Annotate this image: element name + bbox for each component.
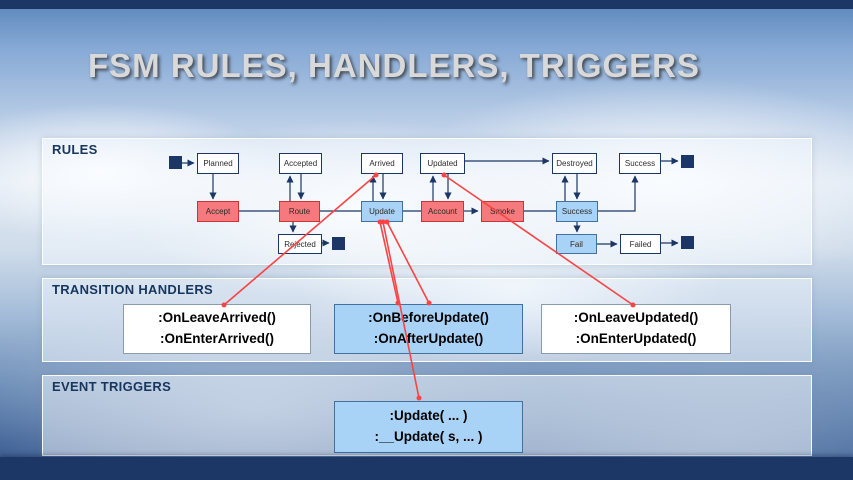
fsm-node-destroyed: Destroyed: [552, 153, 597, 174]
fsm-node-smoke: Smoke: [481, 201, 524, 222]
fsm-node-updated: Updated: [420, 153, 465, 174]
transition-handler-box-1: :OnLeaveArrived() :OnEnterArrived(): [123, 304, 311, 354]
code-line: :OnAfterUpdate(): [373, 331, 484, 346]
fsm-terminal-end-failed: [681, 236, 694, 249]
code-line: :OnEnterUpdated(): [575, 331, 697, 346]
fsm-node-arrived: Arrived: [361, 153, 403, 174]
fsm-terminal-start: [169, 156, 182, 169]
code-line: :OnEnterArrived(): [159, 331, 274, 346]
event-triggers-panel: EVENT TRIGGERS :Update( ... ) :__Update( …: [42, 375, 812, 456]
fsm-node-rejected: Rejected: [278, 234, 322, 254]
bottom-bar: [0, 457, 853, 480]
fsm-node-success-final: Success: [619, 153, 661, 174]
slide-title: FSM RULES, HANDLERS, TRIGGERS: [88, 47, 701, 84]
transition-handler-box-3: :OnLeaveUpdated() :OnEnterUpdated(): [541, 304, 731, 354]
fsm-node-account: Account: [421, 201, 464, 222]
fsm-node-fail: Fail: [556, 234, 597, 254]
code-line: :__Update( s, ... ): [374, 429, 483, 444]
code-line: :Update( ... ): [389, 408, 468, 424]
fsm-node-route: Route: [279, 201, 320, 222]
fsm-node-update: Update: [361, 201, 403, 222]
fsm-node-success-action: Success: [556, 201, 598, 222]
top-bar: [0, 0, 853, 9]
fsm-node-accept: Accept: [197, 201, 239, 222]
fsm-terminal-end-rejected: [332, 237, 345, 250]
fsm-terminal-end-success: [681, 155, 694, 168]
code-line: :OnBeforeUpdate(): [368, 310, 489, 326]
code-line: :OnLeaveArrived(): [158, 310, 276, 326]
code-line: :OnLeaveUpdated(): [573, 310, 699, 326]
fsm-node-failed: Failed: [620, 234, 661, 254]
fsm-node-planned: Planned: [197, 153, 239, 174]
fsm-transition-arrow: [598, 175, 639, 212]
transition-handlers-panel: TRANSITION HANDLERS :OnLeaveArrived():On…: [42, 278, 812, 362]
transition-handler-box-2: :OnBeforeUpdate() :OnAfterUpdate(): [334, 304, 523, 354]
event-trigger-box-1: :Update( ... ) :__Update( s, ... ): [334, 401, 523, 453]
rules-panel: RULES Planned Accepted Arrived Updated Destr…: [42, 138, 812, 265]
fsm-node-accepted: Accepted: [279, 153, 322, 174]
rules-panel-label: RULES: [52, 142, 98, 157]
event-triggers-label: EVENT TRIGGERS: [52, 379, 172, 394]
transition-handlers-label: TRANSITION HANDLERS: [52, 282, 213, 297]
